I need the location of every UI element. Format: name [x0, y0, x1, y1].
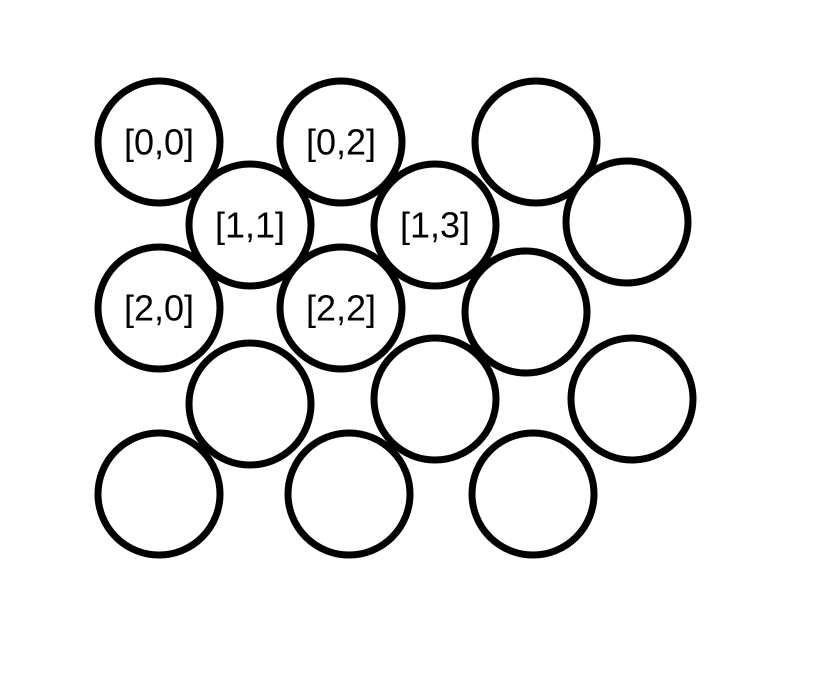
cell-circle: [185, 160, 315, 290]
cell-label: [0,2]: [306, 122, 376, 163]
cell-circle: [471, 77, 601, 207]
cell-circle: [461, 247, 591, 377]
grid-cell-0-0: [0,0]: [94, 77, 224, 207]
grid-cell-0-4: [471, 77, 601, 207]
cell-circle: [94, 429, 224, 559]
cell-circle: [468, 429, 598, 559]
cell-label: [2,2]: [306, 288, 376, 329]
grid-cell-4-0: [94, 429, 224, 559]
grid-cell-1-3: [1,3]: [370, 160, 500, 290]
cell-circle: [284, 429, 414, 559]
grid-cell-1-1: [1,1]: [185, 160, 315, 290]
grid-cell-0-2: [0,2]: [276, 77, 406, 207]
cell-label: [0,0]: [124, 122, 194, 163]
grid-cell-3-3: [370, 334, 500, 464]
cell-circle: [370, 160, 500, 290]
grid-cell-4-2: [284, 429, 414, 559]
grid-cell-3-5: [567, 334, 697, 464]
cell-circle: [567, 334, 697, 464]
cell-circle: [276, 243, 406, 373]
cell-label: [2,0]: [124, 288, 194, 329]
cell-circle: [94, 243, 224, 373]
grid-cell-3-1: [185, 339, 315, 469]
cell-circle: [185, 339, 315, 469]
cell-circle: [276, 77, 406, 207]
grid-cell-2-2: [2,2]: [276, 243, 406, 373]
cell-circle: [562, 157, 692, 287]
cell-label: [1,3]: [400, 205, 470, 246]
cell-circle: [370, 334, 500, 464]
grid-cell-2-0: [2,0]: [94, 243, 224, 373]
grid-cell-2-4: [461, 247, 591, 377]
cell-label: [1,1]: [215, 205, 285, 246]
cell-circle: [94, 77, 224, 207]
grid-cell-1-5: [562, 157, 692, 287]
grid-cell-4-4: [468, 429, 598, 559]
